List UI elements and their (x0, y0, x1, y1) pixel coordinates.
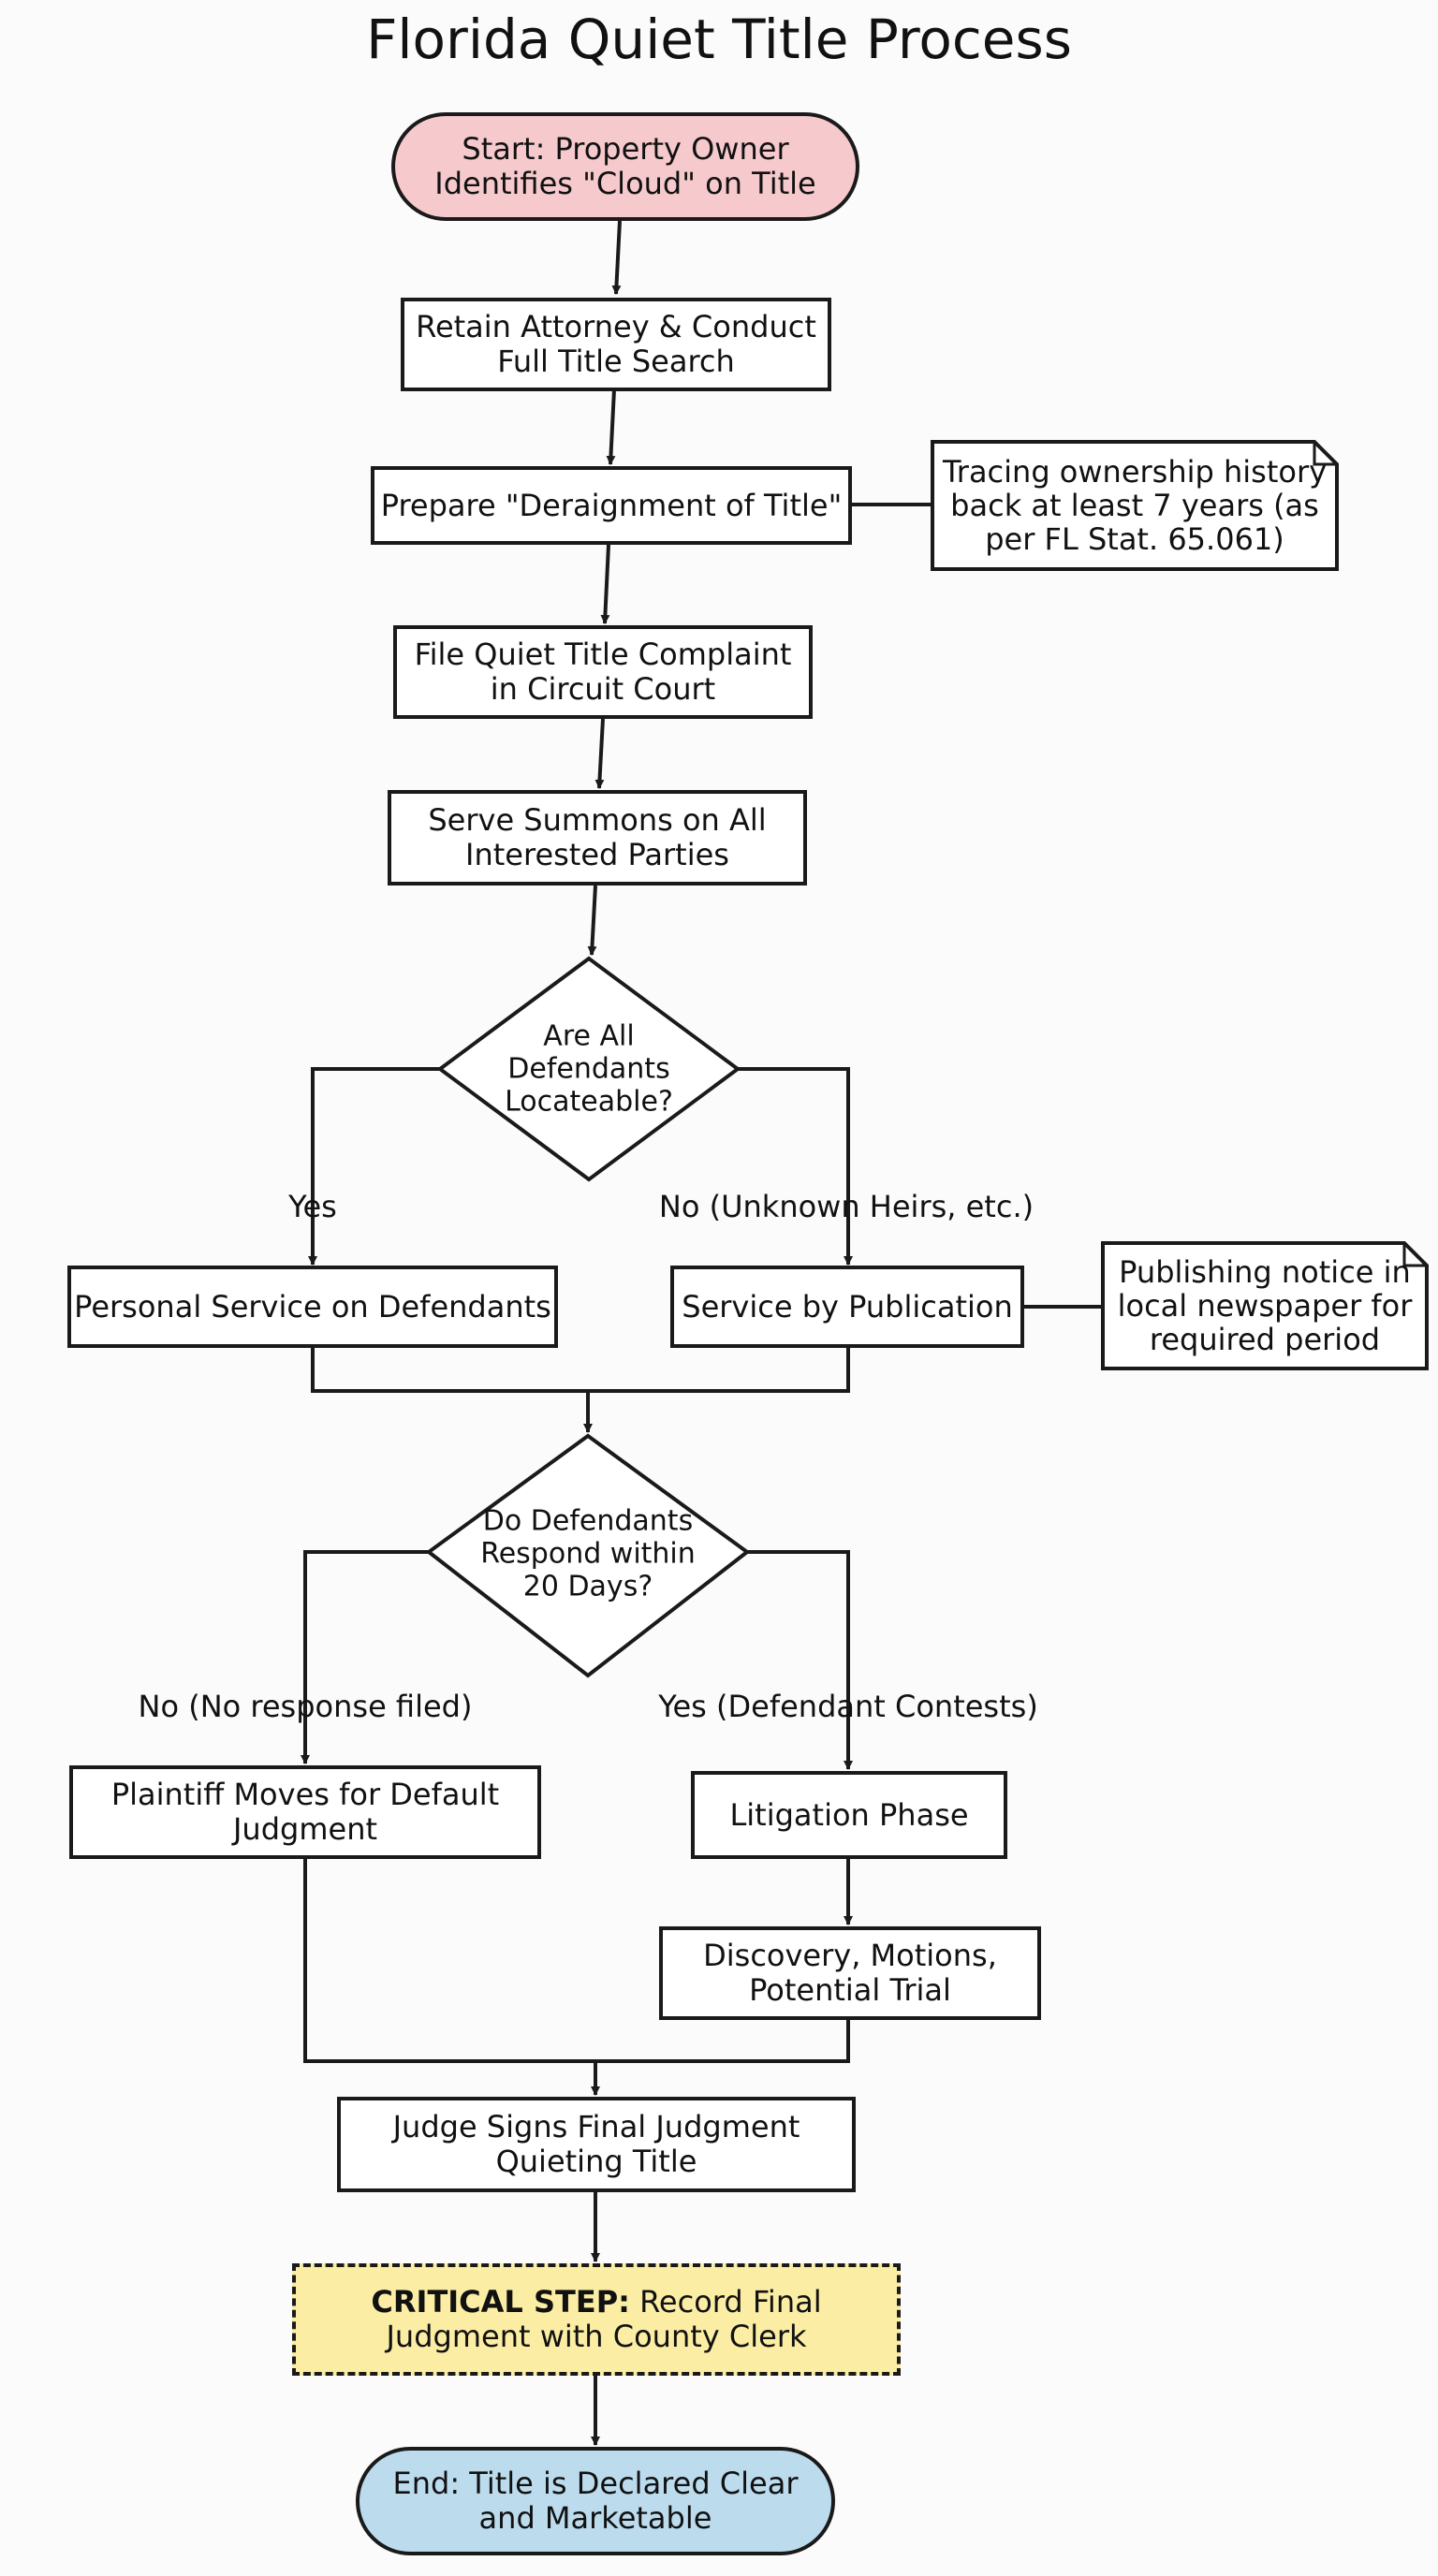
discovery-line-1: Discovery, Motions, (703, 1938, 997, 1973)
decision1-line-1: Are All (543, 1019, 635, 1053)
decision2-line-1: Do Defendants (482, 1504, 694, 1538)
decision2-line-2: Respond within (480, 1537, 696, 1571)
start-line-1: Start: Property Owner (462, 131, 789, 167)
start-line-2: Identifies "Cloud" on Title (434, 166, 816, 201)
note-shape (931, 440, 1339, 571)
arrow-deraignment-to-file (600, 544, 610, 624)
file-line-2: in Circuit Court (490, 671, 716, 707)
decision-locateable-text: Are All Defendants Locateable? (505, 1020, 673, 1119)
branch-yes-to-personal (308, 1067, 440, 1266)
publication-note-line-2: local newspaper for (1117, 1288, 1413, 1324)
publication-service-node: Service by Publication (670, 1266, 1024, 1348)
branch-yes-to-litigation (747, 1550, 853, 1770)
litigation-phase-node: Litigation Phase (691, 1771, 1007, 1859)
merge-personal (311, 1348, 850, 1393)
decision-respond-text: Do Defendants Respond within 20 Days? (480, 1505, 696, 1603)
edge-label-yes-1: Yes (288, 1189, 337, 1224)
edge-label-yes-2: Yes (Defendant Contests) (658, 1689, 1038, 1724)
decision-diamond-respond (425, 1433, 751, 1678)
litigation-label: Litigation Phase (729, 1796, 969, 1833)
diagram-title: Florida Quiet Title Process (366, 7, 1072, 71)
decision1-line-2: Defendants (507, 1052, 670, 1086)
note-shape (1101, 1241, 1429, 1370)
critical-line-1-rest: Record Final (629, 2284, 822, 2320)
deraignment-node: Prepare "Deraignment of Title" (371, 466, 852, 545)
deraignment-note-line-1: Tracing ownership history (942, 454, 1328, 490)
judge-line-1: Judge Signs Final Judgment (392, 2109, 800, 2144)
edge-label-no-2: No (No response filed) (138, 1689, 473, 1724)
retain-line-1: Retain Attorney & Conduct (416, 309, 816, 344)
deraignment-label: Prepare "Deraignment of Title" (380, 487, 843, 523)
default-line-2: Judgment (232, 1811, 378, 1847)
discovery-node: Discovery, Motions,Potential Trial (659, 1926, 1041, 2020)
personal-service-label: Personal Service on Defendants (74, 1288, 551, 1325)
decision-diamond-locateable (436, 956, 741, 1182)
decision2-line-3: 20 Days? (522, 1570, 653, 1603)
branch-no-to-publication (738, 1067, 853, 1266)
critical-line-2: Judgment with County Clerk (386, 2319, 807, 2354)
arrow-start-to-retain (611, 220, 622, 295)
arrow-file-to-serve (594, 718, 605, 789)
end-line-1: End: Title is Declared Clear (392, 2466, 799, 2501)
publication-note-line-3: required period (1149, 1322, 1381, 1357)
deraignment-note-line-2: back at least 7 years (as (950, 488, 1319, 523)
discovery-line-2: Potential Trial (749, 1972, 951, 2008)
personal-service-node: Personal Service on Defendants (67, 1266, 558, 1348)
arrow-serve-to-decision1 (587, 885, 597, 956)
critical-step-bold: CRITICAL STEP: (371, 2284, 630, 2320)
merge-default-discovery (303, 1859, 850, 2063)
end-line-2: and Marketable (478, 2500, 712, 2536)
default-line-1: Plaintiff Moves for Default (110, 1777, 500, 1812)
branch-no-to-default (301, 1550, 429, 1764)
file-line-1: File Quiet Title Complaint (414, 637, 792, 672)
decision1-line-3: Locateable? (505, 1085, 673, 1119)
arrow-retain-to-deraignment (606, 388, 616, 465)
edge-label-no-1: No (Unknown Heirs, etc.) (658, 1189, 1034, 1224)
publication-service-label: Service by Publication (682, 1288, 1013, 1325)
serve-line-2: Interested Parties (465, 837, 729, 872)
publication-note-line-1: Publishing notice in (1119, 1254, 1411, 1290)
serve-line-1: Serve Summons on All (428, 802, 767, 838)
judge-line-2: Quieting Title (495, 2144, 697, 2179)
retain-line-2: Full Title Search (497, 344, 735, 379)
deraignment-note-line-3: per FL Stat. 65.061) (985, 521, 1284, 557)
